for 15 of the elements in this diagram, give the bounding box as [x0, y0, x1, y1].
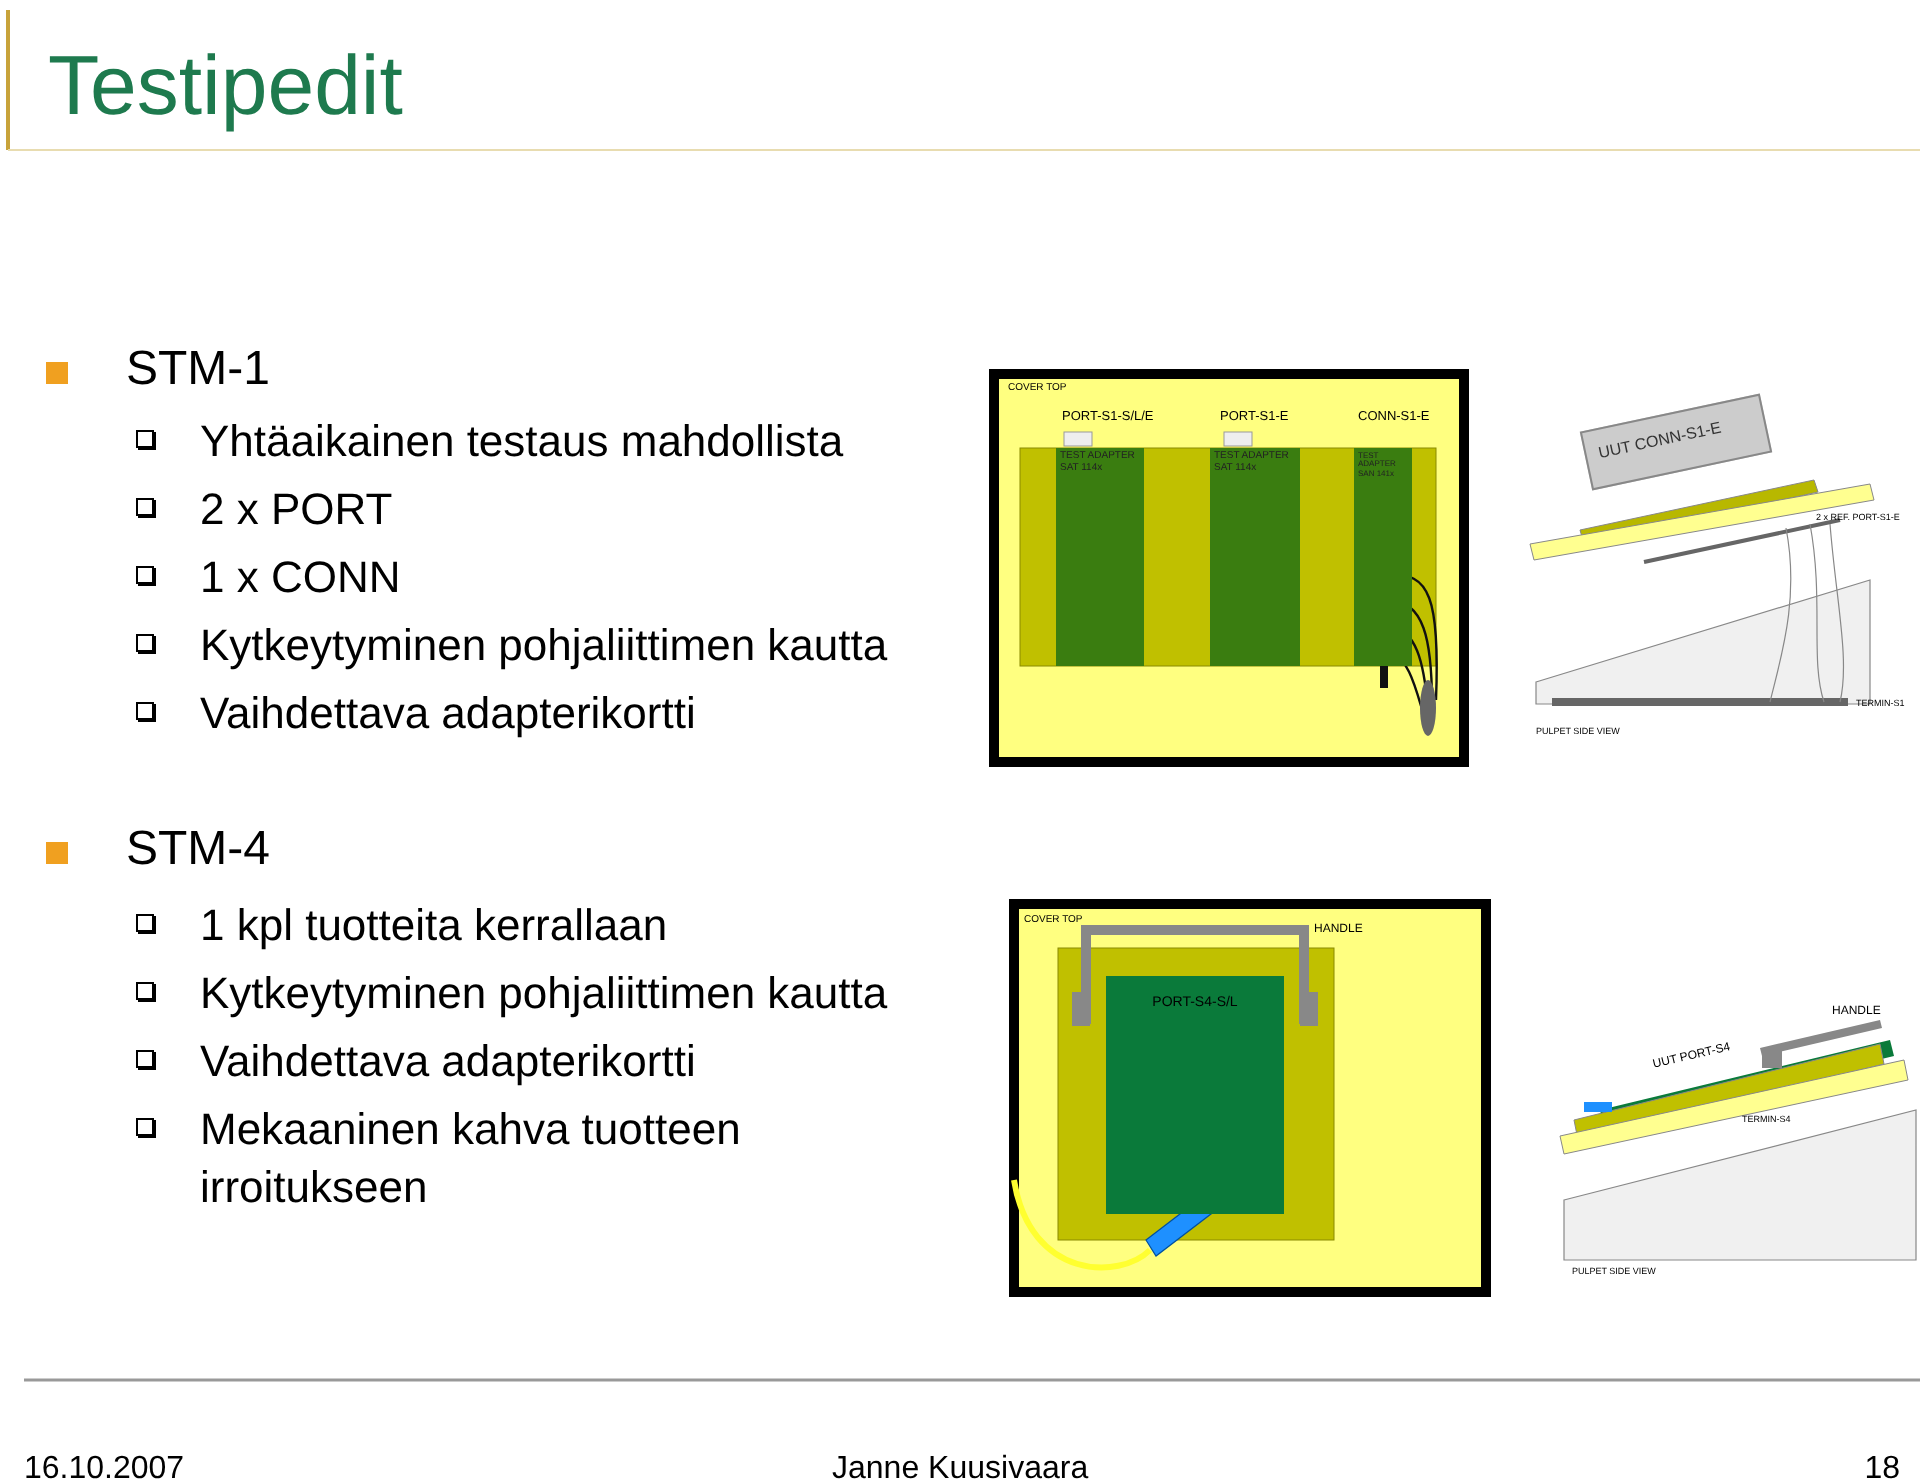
- bullet-text: 1 x CONN: [200, 550, 401, 606]
- footer-text: Janne Kuusivaara: [832, 1452, 1089, 1482]
- bullet-text: Vaihdettava adapterikortti: [200, 686, 696, 742]
- bullet-text: Vaihdettava adapterikortti: [200, 1034, 696, 1090]
- footer-text: 18: [1864, 1452, 1900, 1482]
- footer-text: 16.10.2007: [24, 1452, 185, 1482]
- slide-title: Testipedit: [48, 40, 403, 133]
- bullet-text: Mekaaninen kahva tuotteen irroitukseen: [200, 1102, 743, 1216]
- bullet-text: Kytkeytyminen pohjaliittimen kautta: [200, 966, 888, 1022]
- bullet-text: Kytkeytyminen pohjaliittimen kautta: [200, 618, 888, 674]
- bullet-heading: STM-4: [126, 824, 270, 877]
- bullet-heading: STM-1: [126, 344, 270, 397]
- bullet-text: Yhtäaikainen testaus mahdollista: [200, 414, 844, 470]
- bullet-text: 2 x PORT: [200, 482, 393, 538]
- bullet-text: 1 kpl tuotteita kerrallaan: [200, 898, 668, 954]
